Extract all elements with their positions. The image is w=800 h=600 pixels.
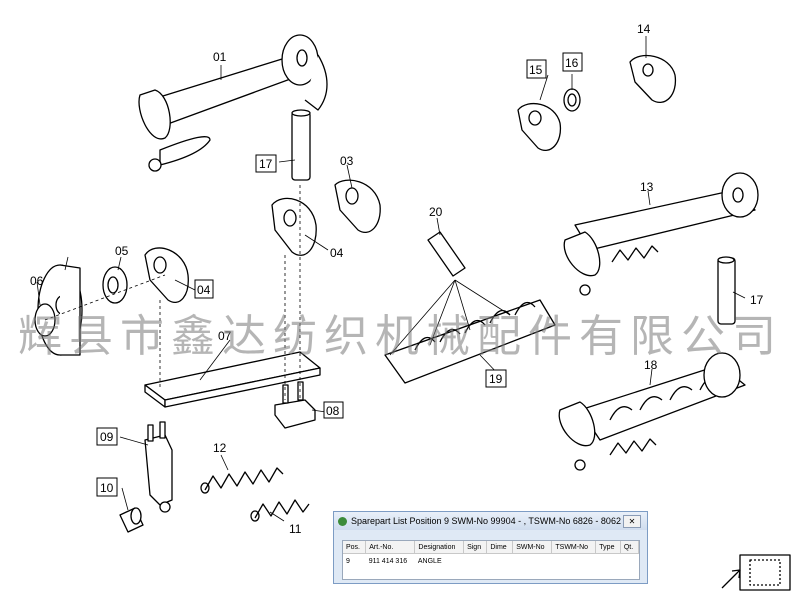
table-cell xyxy=(464,554,487,569)
label-13: 13 xyxy=(640,180,654,194)
pin-17-right xyxy=(717,256,736,325)
label-box-17-upper xyxy=(255,154,277,173)
label-box-10 xyxy=(96,477,118,497)
label-04-left: 04 xyxy=(197,283,211,297)
label-box-08 xyxy=(323,401,344,419)
part-03 xyxy=(334,179,381,233)
spring-11 xyxy=(250,499,310,522)
label-box-04 xyxy=(194,279,214,299)
label-box-16 xyxy=(562,52,583,72)
sparepart-window-titlebar: Sparepart List Position 9 SWM-No 99904 -… xyxy=(334,512,647,530)
table-cell: 911 414 316 xyxy=(368,557,408,565)
part-04-upper xyxy=(271,197,317,256)
table-cell xyxy=(513,554,552,569)
label-15: 15 xyxy=(529,63,543,77)
label-03: 03 xyxy=(340,154,354,168)
table-cell: ANGLE xyxy=(417,557,442,565)
orientation-icon xyxy=(721,554,791,591)
plate-07 xyxy=(144,351,321,408)
sparepart-window-title: Sparepart List Position 9 SWM-No 99904 -… xyxy=(351,516,621,526)
part-09 xyxy=(144,421,173,513)
column-header[interactable]: Designation xyxy=(414,541,465,554)
part-04-left xyxy=(144,247,189,303)
label-08: 08 xyxy=(326,404,340,418)
part-08 xyxy=(274,381,316,429)
part-15 xyxy=(517,102,562,151)
table-cell xyxy=(620,554,638,569)
part-labels: 01 03 04 04 05 06 07 08 09 10 11 12 13 1… xyxy=(30,22,764,536)
part-20 xyxy=(427,231,466,277)
label-17-right: 17 xyxy=(750,293,764,307)
label-01: 01 xyxy=(213,50,227,64)
label-14: 14 xyxy=(637,22,651,36)
label-box-09 xyxy=(96,427,118,446)
label-07: 07 xyxy=(218,329,232,343)
table-cell xyxy=(552,554,596,569)
column-header[interactable]: Qt. xyxy=(620,541,640,554)
label-06: 06 xyxy=(30,274,44,288)
label-10: 10 xyxy=(100,481,114,495)
column-header[interactable]: Art.-No. xyxy=(365,541,416,554)
table-body: 9 911 414 316 ANGLE xyxy=(343,554,639,569)
column-header[interactable]: Pos. xyxy=(343,541,367,554)
part-18 xyxy=(558,352,746,471)
part-14 xyxy=(629,54,677,103)
label-04-upper: 04 xyxy=(330,246,344,260)
label-19: 19 xyxy=(489,372,503,386)
part-05 xyxy=(102,266,128,304)
close-button[interactable]: ✕ xyxy=(623,514,641,528)
table-cell: 9 xyxy=(346,557,350,565)
table-cell xyxy=(487,554,513,569)
label-05: 05 xyxy=(115,244,129,258)
spring-12 xyxy=(200,467,284,494)
pin-17-upper xyxy=(291,109,311,181)
label-17-upper: 17 xyxy=(259,157,273,171)
leader-lines xyxy=(36,36,746,522)
part-13 xyxy=(563,172,759,296)
label-16: 16 xyxy=(565,56,579,70)
column-header[interactable]: Sign xyxy=(463,541,488,554)
plate-19 xyxy=(384,279,556,384)
part-16 xyxy=(563,88,581,112)
label-11: 11 xyxy=(289,522,302,536)
app-icon xyxy=(338,516,347,526)
label-18: 18 xyxy=(644,358,658,372)
label-09: 09 xyxy=(100,430,114,444)
column-header[interactable]: Type xyxy=(595,541,621,554)
column-header[interactable]: Dime xyxy=(486,541,514,554)
table-row[interactable]: 9 911 414 316 ANGLE xyxy=(343,554,639,569)
label-box-19 xyxy=(485,369,507,388)
column-header[interactable]: TSWM-No xyxy=(551,541,597,554)
label-12: 12 xyxy=(213,441,227,455)
sparepart-list-window: Sparepart List Position 9 SWM-No 99904 -… xyxy=(333,511,648,584)
table-cell xyxy=(596,554,621,569)
label-box-15 xyxy=(526,59,547,79)
watermark-text: 辉县市鑫达纺织机械配件有限公司 xyxy=(18,311,783,362)
part-01 xyxy=(138,34,328,172)
part-10 xyxy=(119,507,144,533)
column-header[interactable]: SWM-No xyxy=(512,541,553,554)
label-20: 20 xyxy=(429,205,443,219)
assembly-lines xyxy=(44,185,301,400)
